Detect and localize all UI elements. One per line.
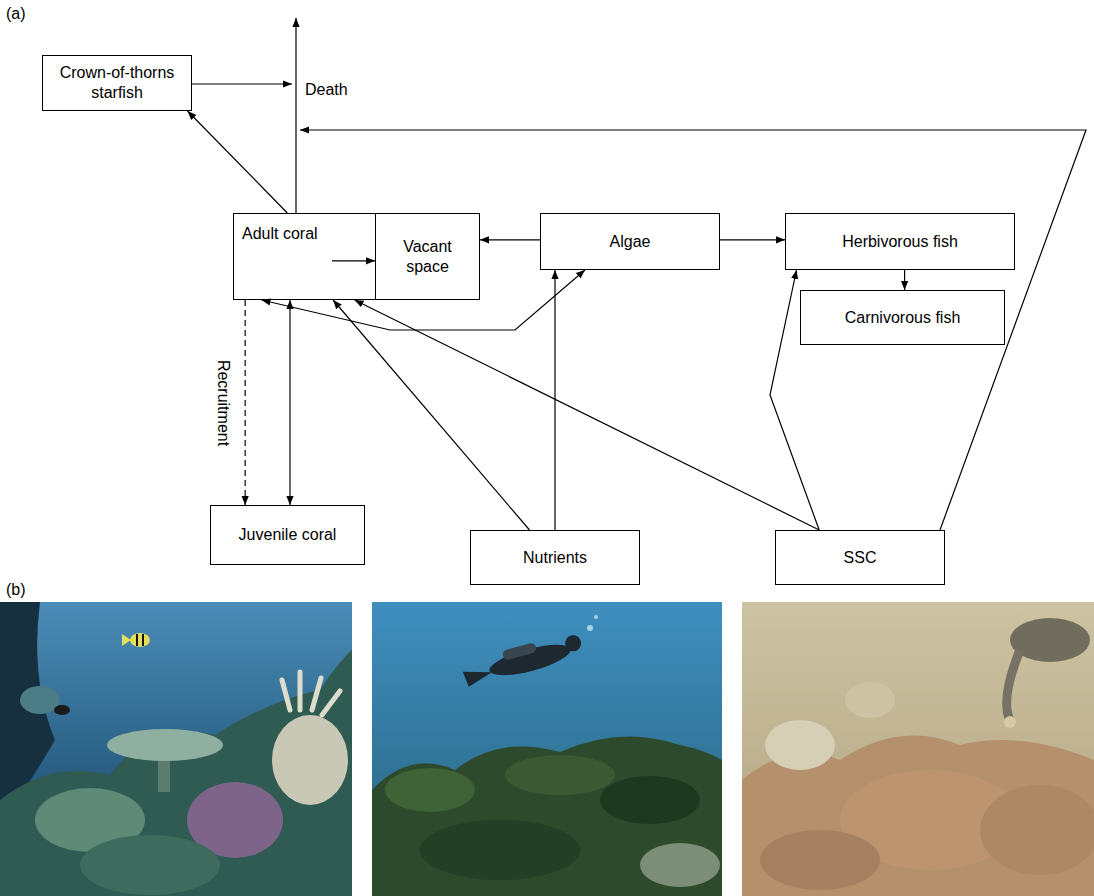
interaction-arrow xyxy=(904,270,905,290)
node-text: Algae xyxy=(610,232,651,252)
algae xyxy=(505,755,615,795)
interaction-arrow xyxy=(262,270,585,330)
fish-box: Carnivorous fish xyxy=(800,290,1005,345)
node-text: Crown-of-thorns starfish xyxy=(51,63,183,103)
fish-stripes xyxy=(137,634,143,646)
diver-body xyxy=(487,639,574,682)
panel-letter: (b) xyxy=(4,580,28,599)
diver-tank xyxy=(502,642,537,660)
diver-head xyxy=(563,633,583,653)
algae xyxy=(600,776,700,824)
algae xyxy=(385,768,475,812)
coral xyxy=(272,715,348,805)
algae xyxy=(420,820,580,880)
death-arrow xyxy=(295,18,296,213)
interaction-arrow xyxy=(289,300,290,505)
water xyxy=(372,602,722,896)
node-text: Nutrients xyxy=(523,548,587,568)
interaction-arrow xyxy=(188,111,288,213)
interaction-arrow xyxy=(770,270,819,530)
fish xyxy=(54,705,70,715)
node-text: Juvenile coral xyxy=(239,525,337,545)
healthy-reef-photo xyxy=(0,602,352,896)
recruitment-arrow xyxy=(245,300,246,505)
haze xyxy=(742,602,1094,896)
turbid-reef-photo xyxy=(742,602,1094,896)
panel-letter: (a) xyxy=(4,4,28,23)
coral-box: Juvenile coral xyxy=(210,505,365,565)
algae-box: Algae xyxy=(540,213,720,270)
interaction-arrow xyxy=(333,300,529,530)
space-box: Vacant space xyxy=(375,213,480,300)
process-label: Death xyxy=(303,80,350,99)
node-text: Vacant space xyxy=(392,237,463,277)
predation-arrow xyxy=(192,83,292,84)
node-text: Herbivorous fish xyxy=(842,232,958,252)
coral xyxy=(20,686,60,714)
interaction-arrow xyxy=(332,260,375,261)
branching-coral xyxy=(282,672,340,715)
interaction-arrow xyxy=(480,239,540,240)
node-text: Carnivorous fish xyxy=(845,308,961,328)
coral xyxy=(640,843,720,887)
algae-mat xyxy=(372,736,722,896)
table-coral xyxy=(107,729,223,761)
node-text: SSC xyxy=(844,548,877,568)
turbid-water xyxy=(742,602,1094,896)
reef-base xyxy=(0,650,352,896)
coral xyxy=(80,835,220,895)
fish xyxy=(130,633,150,647)
node-text: Adult coral xyxy=(242,224,318,244)
interaction-arrow xyxy=(355,300,820,530)
predator-box: Crown-of-thorns starfish xyxy=(42,55,192,111)
driver-box: SSC xyxy=(775,530,945,585)
coral-box: Adult coral xyxy=(233,213,376,300)
fish-tail xyxy=(122,634,131,646)
interaction-arrow xyxy=(720,239,785,240)
bubble xyxy=(587,625,593,631)
fish-box: Herbivorous fish xyxy=(785,213,1015,270)
diver-fins xyxy=(463,665,494,688)
water xyxy=(0,602,352,896)
driver-box: Nutrients xyxy=(470,530,640,585)
bubble xyxy=(594,615,598,619)
algae-reef-photo xyxy=(372,602,722,896)
edge-label: Recruitment xyxy=(214,357,233,447)
diver xyxy=(460,631,585,689)
